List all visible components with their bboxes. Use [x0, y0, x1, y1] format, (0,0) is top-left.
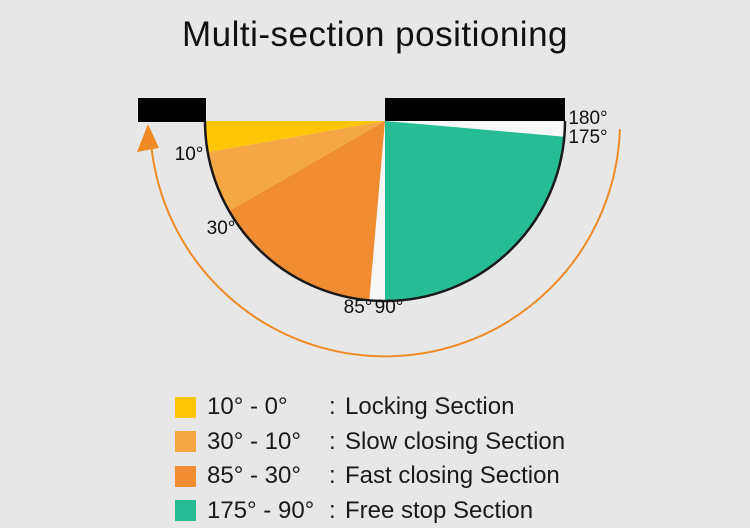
legend-range: 175° - 90° [207, 497, 329, 525]
legend-label: Free stop Section [345, 497, 533, 525]
legend-item-3: 85° - 30°:Fast closing Section [175, 459, 565, 494]
legend-item-4: 175° - 90°:Free stop Section [175, 494, 565, 528]
legend-range: 85° - 30° [207, 462, 329, 490]
angle-label-175deg: 175° [568, 127, 607, 148]
legend-range: 30° - 10° [207, 428, 329, 456]
legend-swatch-icon [175, 431, 196, 452]
angle-label-10deg: 10° [175, 144, 204, 165]
legend-range: 10° - 0° [207, 393, 329, 421]
legend-swatch-icon [175, 466, 196, 487]
legend-swatch-icon [175, 500, 196, 521]
legend-label: Slow closing Section [345, 428, 565, 456]
legend-separator: : [329, 393, 345, 421]
angle-label-85deg: 85° [344, 297, 373, 318]
legend-separator: : [329, 462, 345, 490]
wall-bar-left [138, 98, 206, 122]
legend-swatch-icon [175, 397, 196, 418]
legend-label: Fast closing Section [345, 462, 560, 490]
legend-separator: : [329, 428, 345, 456]
angle-label-90deg: 90° [375, 297, 404, 318]
section-wedge-free-stop-section [385, 121, 564, 301]
angle-label-180deg: 180° [568, 108, 607, 129]
door-bar-right [385, 98, 565, 121]
legend-separator: : [329, 497, 345, 525]
angle-label-30deg: 30° [207, 218, 236, 239]
swing-direction-arrowhead-icon [137, 124, 159, 152]
legend-item-2: 30° - 10°:Slow closing Section [175, 425, 565, 460]
legend-label: Locking Section [345, 393, 514, 421]
legend-item-1: 10° - 0°:Locking Section [175, 390, 565, 425]
